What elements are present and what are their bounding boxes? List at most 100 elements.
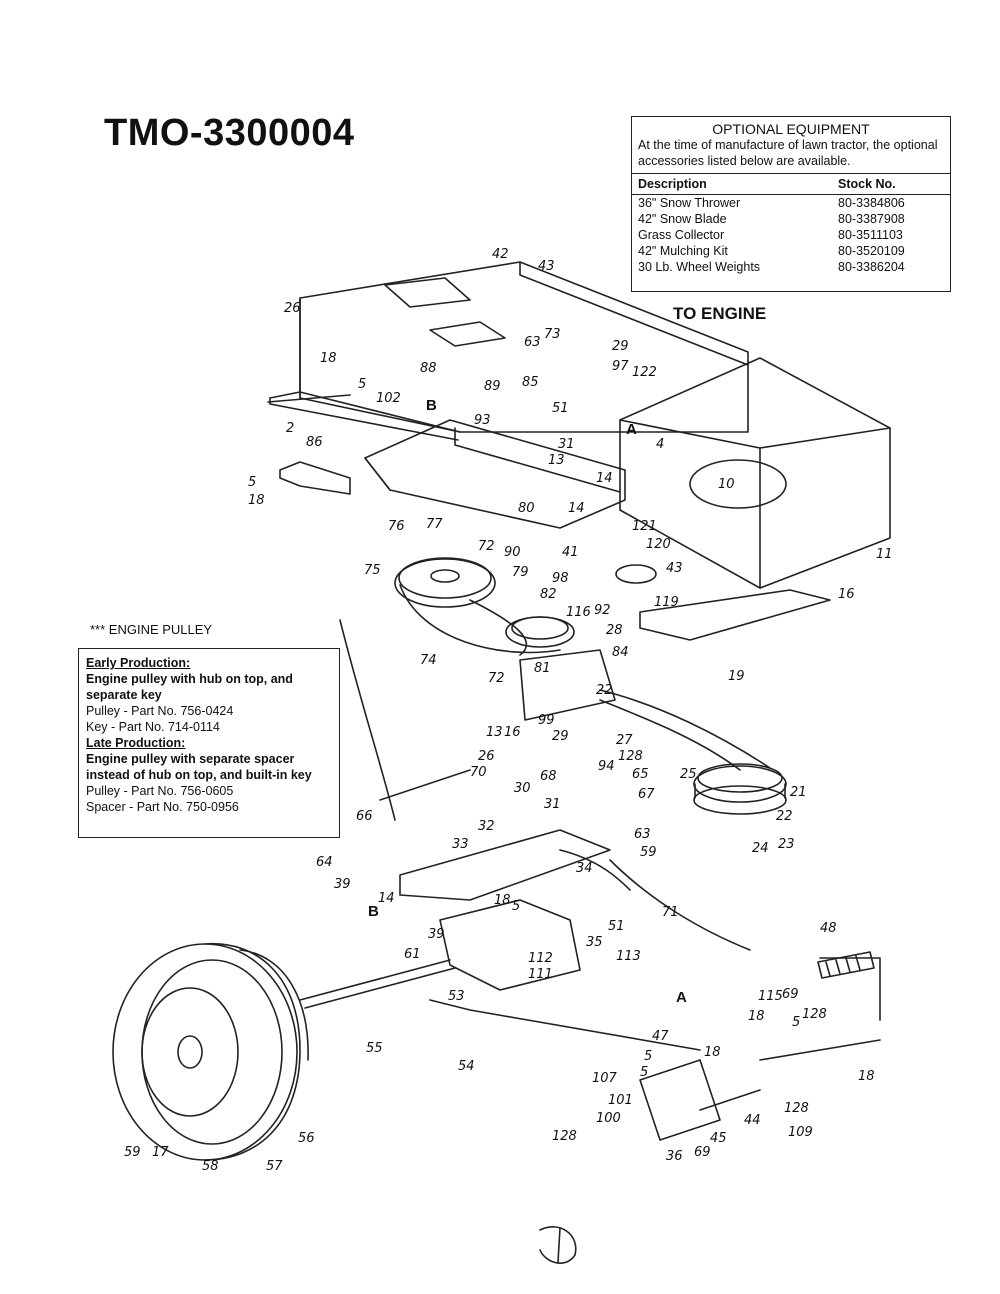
item-description: Grass Collector xyxy=(638,228,725,242)
callout-69: 69 xyxy=(782,987,799,1002)
callout-2: 2 xyxy=(286,421,294,436)
item-description: 42" Mulching Kit xyxy=(638,244,728,258)
callout-18: 18 xyxy=(748,1009,765,1024)
callout-51: 51 xyxy=(608,919,625,934)
callout-80: 80 xyxy=(518,501,535,516)
callout-119: 119 xyxy=(654,595,679,610)
callout-81: 81 xyxy=(534,661,551,676)
optional-equipment-heading: OPTIONAL EQUIPMENT xyxy=(712,121,870,137)
callout-24: 24 xyxy=(752,841,769,856)
callout-69: 69 xyxy=(694,1145,711,1160)
callout-39: 39 xyxy=(334,877,351,892)
callout-21: 21 xyxy=(790,785,807,800)
callout-43: 43 xyxy=(666,561,683,576)
callout-13: 13 xyxy=(548,453,565,468)
callout-39: 39 xyxy=(428,927,445,942)
grip-drawing xyxy=(817,951,875,979)
callout-70: 70 xyxy=(470,765,487,780)
callout-42: 42 xyxy=(492,247,509,262)
wheel-drawing xyxy=(112,943,309,1161)
callout-68: 68 xyxy=(540,769,557,784)
divider xyxy=(632,194,950,195)
callout-76: 76 xyxy=(388,519,405,534)
item-stock: 80-3387908 xyxy=(838,212,905,226)
callout-33: 33 xyxy=(452,837,469,852)
early-pulley: Pulley - Part No. 756-0424 xyxy=(86,704,234,718)
item-description: 42" Snow Blade xyxy=(638,212,727,226)
item-stock: 80-3520109 xyxy=(838,244,905,258)
callout-59: 59 xyxy=(640,845,657,860)
callout-45: 45 xyxy=(710,1131,727,1146)
callout-31: 31 xyxy=(544,797,561,812)
callout-73: 73 xyxy=(544,327,561,342)
callout-109: 109 xyxy=(788,1125,813,1140)
callout-128: 128 xyxy=(552,1129,577,1144)
callout-29: 29 xyxy=(612,339,629,354)
callout-89: 89 xyxy=(484,379,501,394)
callout-121: 121 xyxy=(632,519,657,534)
callout-48: 48 xyxy=(820,921,837,936)
callout-111: 111 xyxy=(528,967,553,982)
callout-79: 79 xyxy=(512,565,529,580)
callout-32: 32 xyxy=(478,819,495,834)
callout-85: 85 xyxy=(522,375,539,390)
callout-53: 53 xyxy=(448,989,465,1004)
column-description: Description xyxy=(638,177,707,191)
callout-47: 47 xyxy=(652,1029,669,1044)
callout-22: 22 xyxy=(776,809,793,824)
callout-30: 30 xyxy=(514,781,531,796)
callout-28: 28 xyxy=(606,623,623,638)
callout-34: 34 xyxy=(576,861,593,876)
callout-128: 128 xyxy=(618,749,643,764)
callout-22: 22 xyxy=(596,683,613,698)
callout-51: 51 xyxy=(552,401,569,416)
callout-74: 74 xyxy=(420,653,437,668)
table-header: Description Stock No. xyxy=(632,176,950,192)
callout-ref-a: A xyxy=(626,421,637,438)
callout-63: 63 xyxy=(524,335,541,350)
callout-56: 56 xyxy=(298,1131,315,1146)
table-row: 36" Snow Thrower 80-3384806 xyxy=(632,195,950,211)
callout-44: 44 xyxy=(744,1113,761,1128)
callout-58: 58 xyxy=(202,1159,219,1174)
callout-4: 4 xyxy=(656,437,664,452)
callout-65: 65 xyxy=(632,767,649,782)
callout-54: 54 xyxy=(458,1059,475,1074)
callout-67: 67 xyxy=(638,787,655,802)
callout-19: 19 xyxy=(728,669,745,684)
callout-102: 102 xyxy=(376,391,401,406)
late-desc: Engine pulley with separate spacer inste… xyxy=(86,752,312,782)
column-stock: Stock No. xyxy=(838,177,896,191)
callout-116: 116 xyxy=(566,605,591,620)
callout-14: 14 xyxy=(378,891,395,906)
engine-pulley-label: *** ENGINE PULLEY xyxy=(90,622,213,637)
callout-11: 11 xyxy=(876,547,893,562)
callout-5: 5 xyxy=(512,899,520,914)
callout-59: 59 xyxy=(124,1145,141,1160)
early-key: Key - Part No. 714-0114 xyxy=(86,720,220,734)
callout-5: 5 xyxy=(358,377,366,392)
callout-17: 17 xyxy=(152,1145,169,1160)
callout-72: 72 xyxy=(478,539,495,554)
callout-128: 128 xyxy=(802,1007,827,1022)
callout-23: 23 xyxy=(778,837,795,852)
item-description: 30 Lb. Wheel Weights xyxy=(638,260,761,274)
callout-5: 5 xyxy=(792,1015,800,1030)
callout-26: 26 xyxy=(284,301,301,316)
callout-63: 63 xyxy=(634,827,651,842)
callout-112: 112 xyxy=(528,951,553,966)
callout-31: 31 xyxy=(558,437,575,452)
handwritten-mark xyxy=(539,1226,577,1264)
callout-55: 55 xyxy=(366,1041,383,1056)
engine-pulley-notes: Early Production: Engine pulley with hub… xyxy=(78,648,340,838)
callout-122: 122 xyxy=(632,365,657,380)
item-description: 36" Snow Thrower xyxy=(638,196,741,210)
item-stock: 80-3511103 xyxy=(838,228,903,242)
callout-77: 77 xyxy=(426,517,443,532)
frame-drawing xyxy=(267,261,891,641)
callout-13: 13 xyxy=(486,725,503,740)
callout-18: 18 xyxy=(704,1045,721,1060)
callout-113: 113 xyxy=(616,949,641,964)
